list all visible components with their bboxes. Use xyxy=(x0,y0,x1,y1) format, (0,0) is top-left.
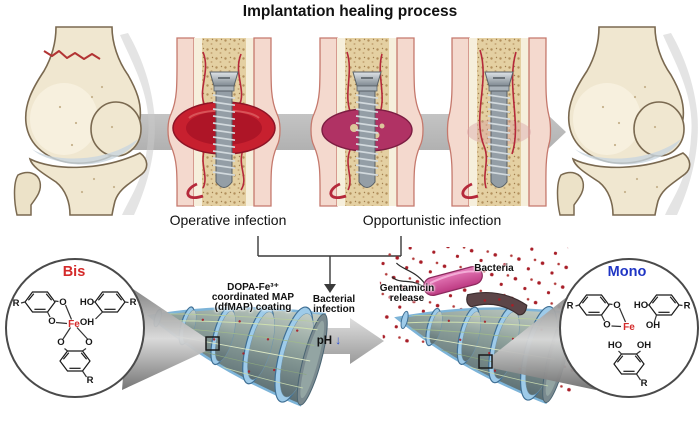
label-bis: Bis xyxy=(62,264,86,280)
magnifier-box-icon-right xyxy=(478,354,493,369)
label-bacterial-infection: Bacterial infection xyxy=(303,295,365,315)
blood-vessels xyxy=(201,51,245,191)
label-gentamicin-release: Gentamicin release xyxy=(373,284,441,304)
bis-fe: Fe xyxy=(68,319,80,330)
mono-left-o-top: O xyxy=(613,300,620,311)
mono-structure: R O O Fe HO OH R HO OH R xyxy=(559,258,699,398)
mono-right-ho: HO xyxy=(634,300,648,311)
gentamicin-line-2: release xyxy=(389,293,425,304)
label-bacteria: Bacteria xyxy=(474,263,514,274)
label-ph-drop: pH ↓ xyxy=(303,333,355,347)
magnifier-circle-bis xyxy=(5,258,145,398)
bis-right-oh: OH xyxy=(80,317,94,328)
bis-bottom-r: R xyxy=(87,375,94,386)
bis-right-r: R xyxy=(130,297,137,308)
ph-label: pH xyxy=(316,335,333,347)
label-mono: Mono xyxy=(607,264,647,280)
bis-bottom-o-right: O xyxy=(85,337,92,348)
down-arrowhead-icon xyxy=(324,284,336,293)
mono-bottom-ho: HO xyxy=(608,340,622,351)
bis-right-ho: HO xyxy=(80,297,94,308)
gentamicin-line-1: Gentamicin xyxy=(379,283,435,294)
knee-fractured-illustration xyxy=(13,26,156,216)
mono-bottom-oh: OH xyxy=(637,340,651,351)
bacterial-line-2: infection xyxy=(313,304,355,315)
bone-panel-operative xyxy=(167,37,281,207)
page-title: Implantation healing process xyxy=(242,3,458,20)
fracture-line xyxy=(43,50,101,60)
coating-line-1: DOPA-Fe³⁺ xyxy=(227,282,279,293)
bone-panel-opportunistic xyxy=(310,37,424,207)
mono-left-r: R xyxy=(567,301,574,312)
mono-bottom-r: R xyxy=(641,378,648,389)
magnifier-box-icon-left xyxy=(205,336,220,351)
label-dfmap-coating: DOPA-Fe³⁺ coordinated MAP (dfMAP) coatin… xyxy=(203,283,303,313)
label-operative-infection: Operative infection xyxy=(169,212,287,228)
ph-down-arrow-icon: ↓ xyxy=(335,333,342,347)
bis-left-o-top: O xyxy=(59,297,66,308)
mono-right-r: R xyxy=(684,301,691,312)
mono-left-o-bottom: O xyxy=(603,320,610,331)
bacterium-dark-icon xyxy=(466,292,528,316)
bis-left-r: R xyxy=(13,298,20,309)
bacterial-line-1: Bacterial xyxy=(312,294,356,305)
magnifier-circle-mono xyxy=(559,258,699,398)
label-opportunistic-infection: Opportunistic infection xyxy=(362,212,502,228)
bone-panel-healed xyxy=(446,37,552,207)
bacterium-pink-icon xyxy=(391,262,483,297)
coating-line-2: coordinated MAP xyxy=(211,292,295,303)
bis-bottom-o-left: O xyxy=(57,337,64,348)
bis-structure: R O O Fe HO OH R O O R xyxy=(5,258,145,398)
coating-line-3: (dfMAP) coating xyxy=(214,302,292,313)
mono-fe: Fe xyxy=(623,322,635,333)
mono-right-oh: OH xyxy=(646,320,660,331)
knee-healed-illustration xyxy=(556,26,699,216)
bracket-connector xyxy=(257,236,402,293)
bis-left-o-bottom: O xyxy=(48,316,55,327)
